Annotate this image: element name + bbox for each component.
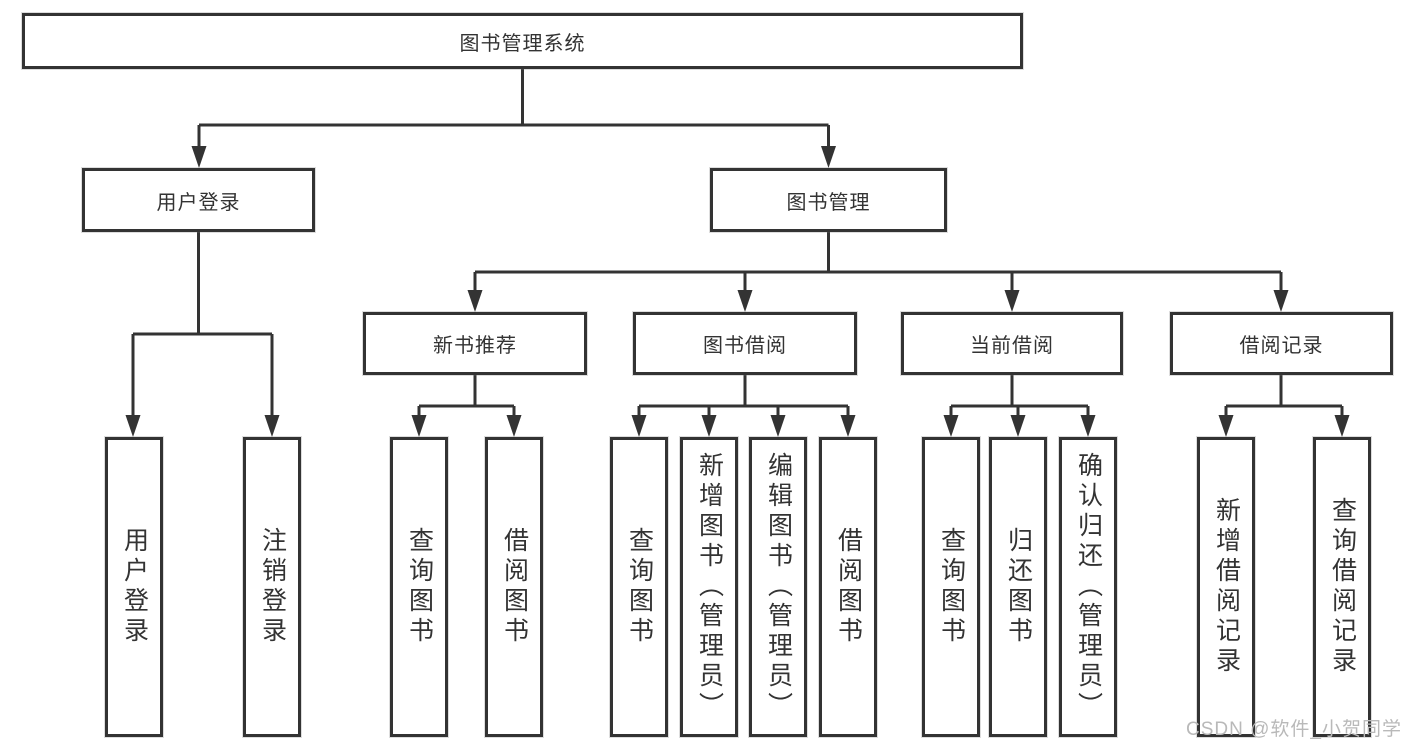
leaf-logout: 注销登录 bbox=[243, 437, 301, 737]
node-user-login: 用户登录 bbox=[82, 168, 315, 232]
leaf-query-books-borrow: 查询图书 bbox=[610, 437, 668, 737]
leaf-borrow-books-recommend: 借阅图书 bbox=[485, 437, 543, 737]
csdn-watermark: CSDN @软件_小贺同学 bbox=[1186, 719, 1402, 740]
node-book-management: 图书管理 bbox=[710, 168, 947, 232]
leaf-return-book: 归还图书 bbox=[989, 437, 1047, 737]
leaf-confirm-return-admin: 确认归还（管理员） bbox=[1059, 437, 1117, 737]
leaf-user-login: 用户登录 bbox=[105, 437, 163, 737]
node-current-borrow: 当前借阅 bbox=[901, 312, 1123, 375]
leaf-query-borrow-record: 查询借阅记录 bbox=[1313, 437, 1371, 737]
node-borrow-records: 借阅记录 bbox=[1170, 312, 1393, 375]
leaf-query-books-current: 查询图书 bbox=[922, 437, 980, 737]
leaf-add-borrow-record: 新增借阅记录 bbox=[1197, 437, 1255, 737]
node-new-book-recommend: 新书推荐 bbox=[363, 312, 587, 375]
node-library-management-system: 图书管理系统 bbox=[22, 13, 1023, 69]
leaf-edit-book-admin: 编辑图书（管理员） bbox=[749, 437, 807, 737]
leaf-borrow-book: 借阅图书 bbox=[819, 437, 877, 737]
leaf-query-books-recommend: 查询图书 bbox=[390, 437, 448, 737]
node-book-borrow: 图书借阅 bbox=[633, 312, 857, 375]
leaf-add-book-admin: 新增图书（管理员） bbox=[680, 437, 738, 737]
